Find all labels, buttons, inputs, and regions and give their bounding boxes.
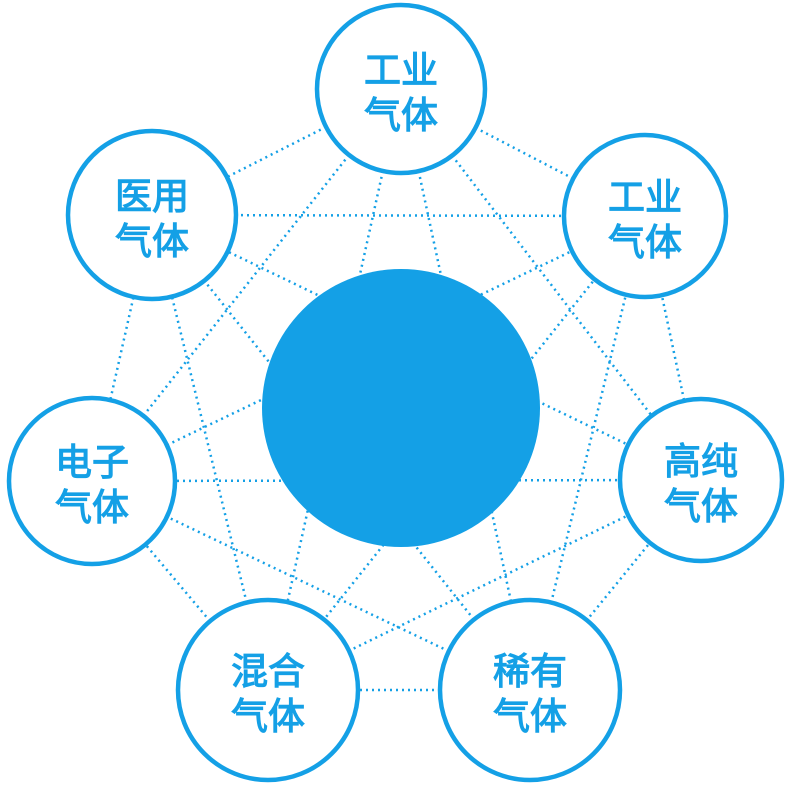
node-electronic-gas-label: 电子气体 xyxy=(55,441,129,529)
node-rare-gas-label-line-1: 稀有 xyxy=(493,650,567,693)
node-industrial-gas-top-label-line-2: 气体 xyxy=(364,94,438,137)
edge-node-rare-gas--node-medical-gas xyxy=(151,214,531,691)
node-medical-gas-circle xyxy=(65,128,239,302)
node-rare-gas-label-line-2: 气体 xyxy=(493,695,567,738)
edge-node-industrial-gas-top--node-medical-gas xyxy=(151,87,402,217)
edge-node-industrial-gas-right--node-medical-gas xyxy=(151,213,646,218)
node-industrial-gas-top-circle xyxy=(314,2,488,176)
edge-node-industrial-gas-right--node-mixed-gas xyxy=(267,215,646,691)
node-industrial-gas-right: 工业气体 xyxy=(561,132,729,300)
node-mixed-gas-label-line-2: 气体 xyxy=(231,695,305,738)
node-medical-gas-label: 医用气体 xyxy=(115,175,189,263)
node-industrial-gas-right-circle xyxy=(561,132,729,300)
node-electronic-gas: 电子气体 xyxy=(6,395,178,567)
node-mixed-gas-label-line-1: 混合 xyxy=(231,650,305,693)
center-hub-circle xyxy=(262,269,540,547)
node-electronic-gas-label-line-1: 电子 xyxy=(55,441,129,484)
node-high-purity-gas-label: 高纯气体 xyxy=(664,440,738,528)
center-hub xyxy=(262,269,540,547)
node-medical-gas-label-line-1: 医用 xyxy=(115,175,189,218)
edge-node-industrial-gas-top--node-high-purity-gas xyxy=(400,88,702,481)
node-medical-gas-label-line-2: 气体 xyxy=(115,220,189,263)
node-high-purity-gas-circle xyxy=(617,396,785,564)
node-industrial-gas-top: 工业气体 xyxy=(314,2,488,176)
node-industrial-gas-top-label-line-1: 工业 xyxy=(364,49,438,92)
node-high-purity-gas: 高纯气体 xyxy=(617,396,785,564)
node-rare-gas-circle xyxy=(437,597,623,783)
node-electronic-gas-circle xyxy=(6,395,178,567)
node-mixed-gas-label: 混合气体 xyxy=(231,650,305,738)
node-high-purity-gas-label-line-2: 气体 xyxy=(664,485,738,528)
edge-node-high-purity-gas--node-mixed-gas xyxy=(267,478,702,692)
node-rare-gas: 稀有气体 xyxy=(437,597,623,783)
node-industrial-gas-right-label: 工业气体 xyxy=(608,176,682,264)
node-industrial-gas-right-label-line-1: 工业 xyxy=(608,176,682,219)
node-electronic-gas-label-line-2: 气体 xyxy=(55,486,129,529)
node-medical-gas: 医用气体 xyxy=(65,128,239,302)
node-industrial-gas-right-label-line-2: 气体 xyxy=(608,221,682,264)
node-high-purity-gas-label-line-1: 高纯 xyxy=(664,440,738,483)
node-mixed-gas-circle xyxy=(175,597,361,783)
node-mixed-gas: 混合气体 xyxy=(175,597,361,783)
node-industrial-gas-top-label: 工业气体 xyxy=(364,49,438,137)
node-rare-gas-label: 稀有气体 xyxy=(493,650,567,738)
